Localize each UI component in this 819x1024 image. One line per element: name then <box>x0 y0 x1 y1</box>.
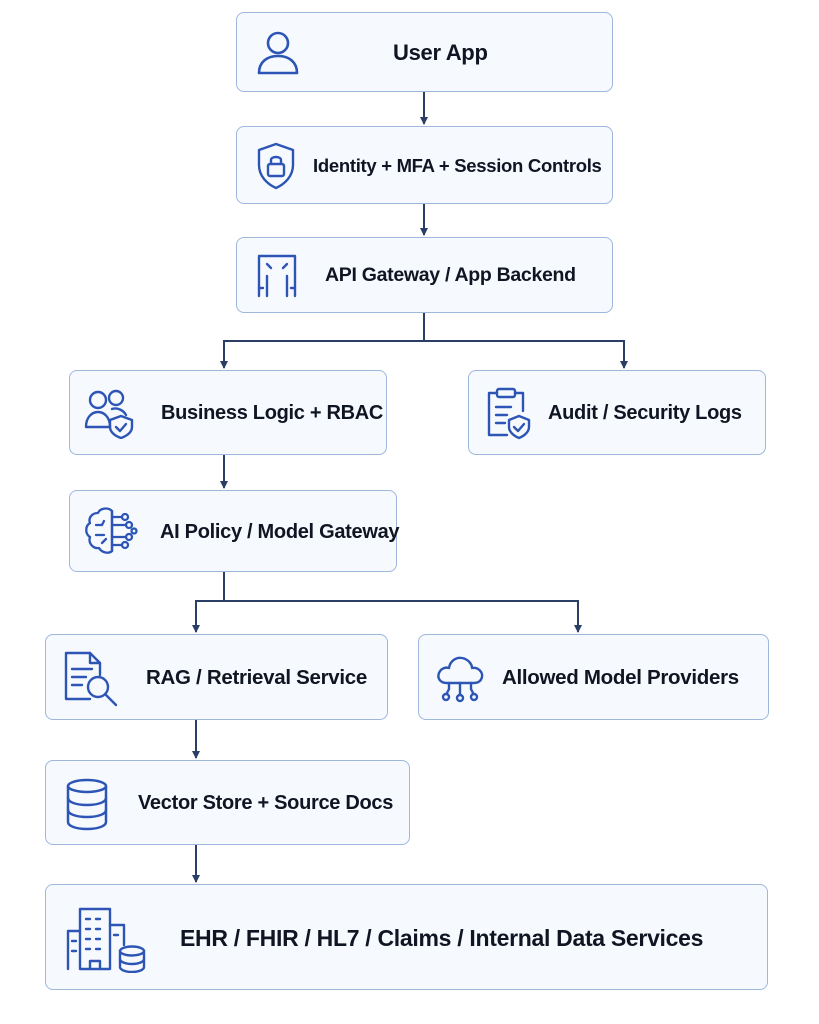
node-audit-logs: Audit / Security Logs <box>468 370 766 455</box>
edge-ai-policy-to-rag <box>192 572 225 633</box>
node-label: AI Policy / Model Gateway <box>160 521 400 543</box>
node-model-providers: Allowed Model Providers <box>418 634 769 720</box>
database-icon <box>64 777 110 831</box>
brain-circuit-icon <box>82 505 138 557</box>
node-label: Audit / Security Logs <box>548 402 742 424</box>
edge-api-gateway-to-audit-logs <box>424 340 628 369</box>
node-label: User App <box>393 40 488 65</box>
node-label: EHR / FHIR / HL7 / Claims / Internal Dat… <box>180 925 704 951</box>
node-label: Business Logic + RBAC <box>161 402 384 424</box>
node-vector-store: Vector Store + Source Docs <box>45 760 410 845</box>
shield-lock-icon <box>255 141 297 191</box>
clipboard-shield-icon <box>485 385 531 441</box>
edge-api-gateway-to-business-logic <box>220 313 425 369</box>
cloud-network-icon <box>435 653 485 703</box>
user-icon <box>255 29 301 77</box>
node-label: Vector Store + Source Docs <box>138 792 394 814</box>
node-identity: Identity + MFA + Session Controls <box>236 126 613 204</box>
node-user-app: User App <box>236 12 613 92</box>
node-label: Allowed Model Providers <box>502 666 739 689</box>
node-rag: RAG / Retrieval Service <box>45 634 388 720</box>
users-shield-icon <box>84 387 134 439</box>
gateway-icon <box>255 252 299 298</box>
node-business-logic: Business Logic + RBAC <box>69 370 387 455</box>
node-label: Identity + MFA + Session Controls <box>313 155 602 176</box>
node-data-services: EHR / FHIR / HL7 / Claims / Internal Dat… <box>45 884 768 990</box>
edge-ai-policy-to-model-providers <box>224 600 582 633</box>
node-api-gateway: API Gateway / App Backend <box>236 237 613 313</box>
document-search-icon <box>62 649 120 707</box>
node-label: RAG / Retrieval Service <box>146 666 367 689</box>
node-label: API Gateway / App Backend <box>325 264 576 286</box>
buildings-database-icon <box>66 905 152 973</box>
node-ai-policy: AI Policy / Model Gateway <box>69 490 400 572</box>
